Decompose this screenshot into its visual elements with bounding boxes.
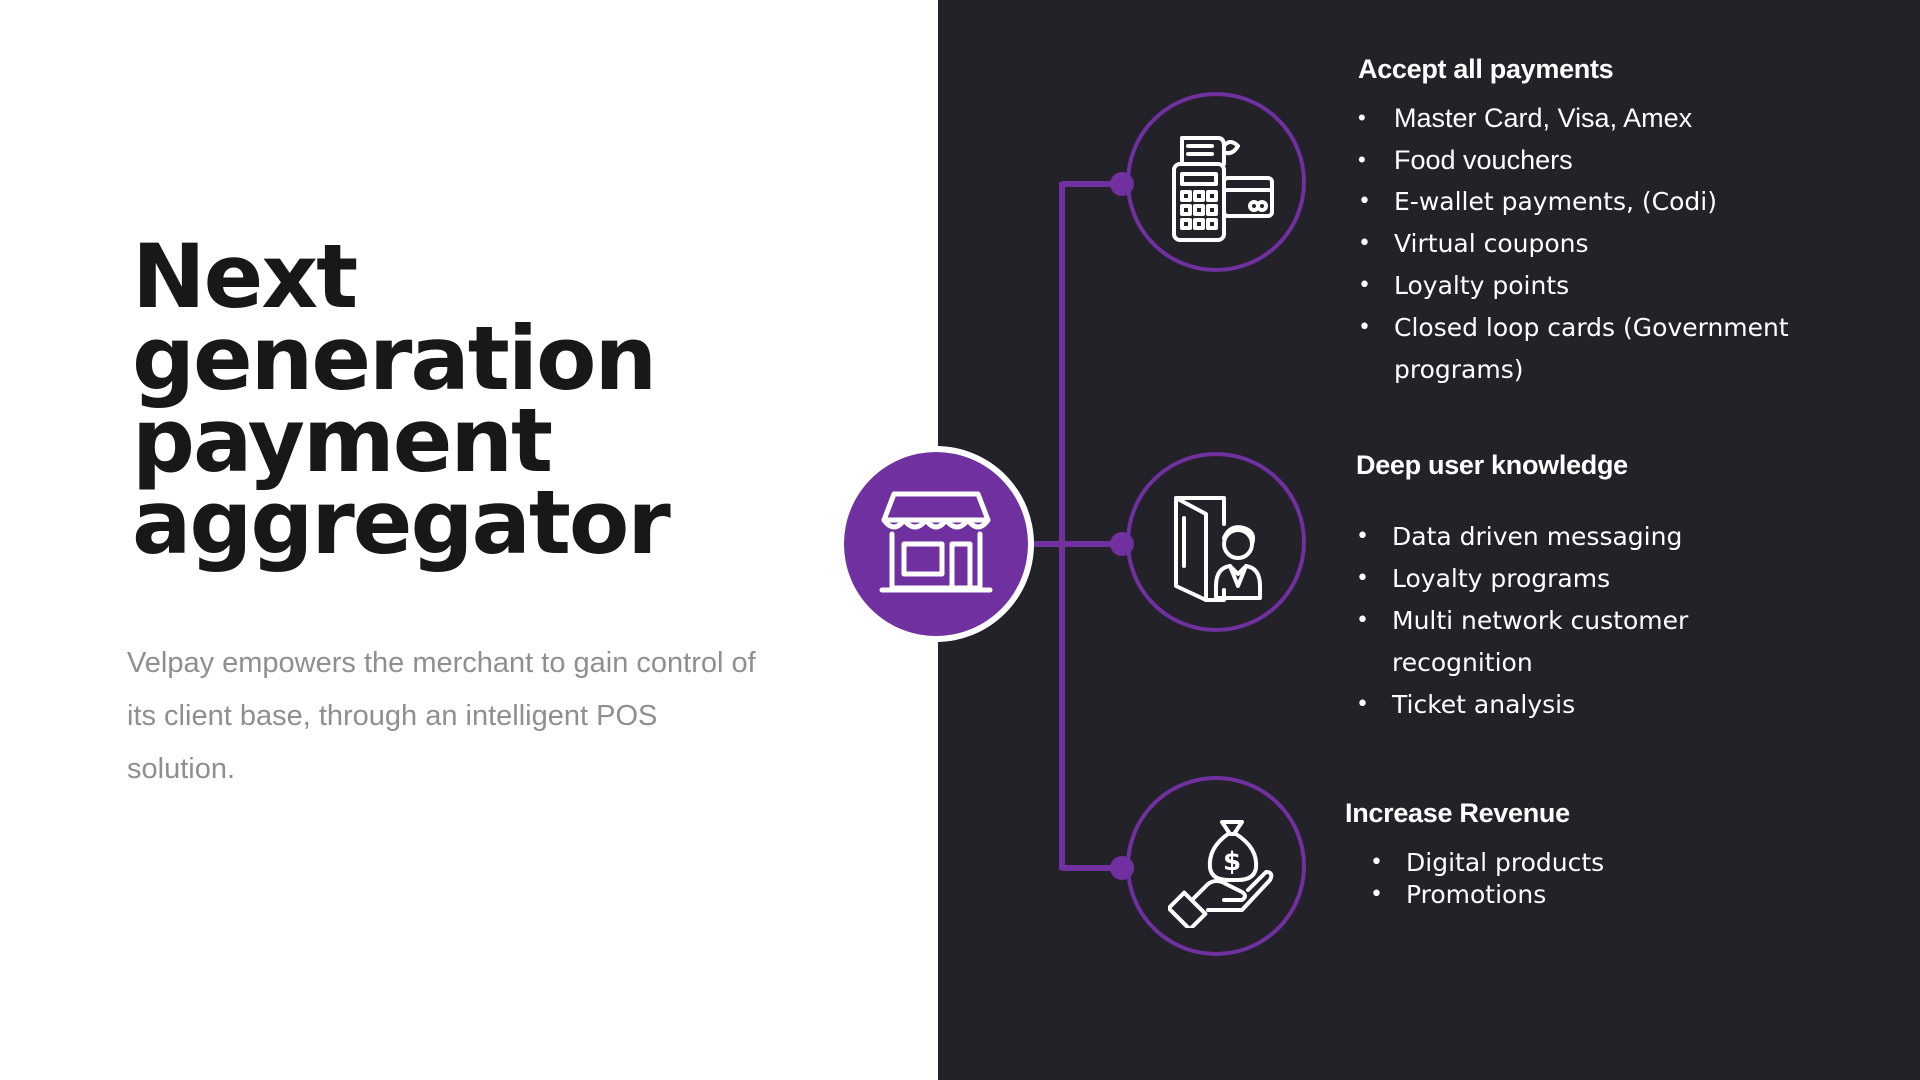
title-line-2: generation xyxy=(132,307,657,410)
section-2-ring xyxy=(1126,452,1306,632)
section-3-list: Digital products Promotions xyxy=(1370,847,1850,911)
money-bag-hand-icon: $ xyxy=(1168,820,1274,928)
customer-door-icon xyxy=(1174,496,1262,602)
subtitle: Velpay empowers the merchant to gain con… xyxy=(127,647,756,785)
list-item: Digital products xyxy=(1370,847,1850,879)
list-item: Loyalty points xyxy=(1358,265,1898,307)
storefront-icon xyxy=(879,491,993,593)
list-item: Data driven messaging xyxy=(1356,516,1876,558)
list-item: Master Card, Visa, Amex xyxy=(1358,97,1898,139)
pos-terminal-icon xyxy=(1172,136,1274,242)
list-item: Multi network customer recognition xyxy=(1356,600,1752,684)
title-line-3: payment xyxy=(132,389,553,492)
list-item: E-wallet payments, (Codi) xyxy=(1358,181,1898,223)
list-item: Closed loop cards (Government programs) xyxy=(1358,307,1834,391)
section-1-ring xyxy=(1126,92,1306,272)
section-3-title: Increase Revenue xyxy=(1345,798,1570,828)
page-title: Next generation payment aggregator xyxy=(132,225,671,574)
section-2-list: Data driven messaging Loyalty programs M… xyxy=(1356,516,1876,726)
hub-circle xyxy=(844,452,1028,636)
section-3-ring: $ xyxy=(1126,776,1306,956)
title-line-1: Next xyxy=(132,225,358,328)
list-item: Food vouchers xyxy=(1358,139,1898,181)
list-item: Ticket analysis xyxy=(1356,684,1876,726)
section-1-title: Accept all payments xyxy=(1358,54,1614,84)
title-line-4: aggregator xyxy=(132,471,671,574)
section-2-title: Deep user knowledge xyxy=(1356,450,1628,480)
list-item: Loyalty programs xyxy=(1356,558,1876,600)
section-1-list: Master Card, Visa, Amex Food vouchers E-… xyxy=(1358,97,1898,391)
list-item: Virtual coupons xyxy=(1358,223,1898,265)
list-item: Promotions xyxy=(1370,879,1850,911)
svg-text:$: $ xyxy=(1223,847,1241,877)
